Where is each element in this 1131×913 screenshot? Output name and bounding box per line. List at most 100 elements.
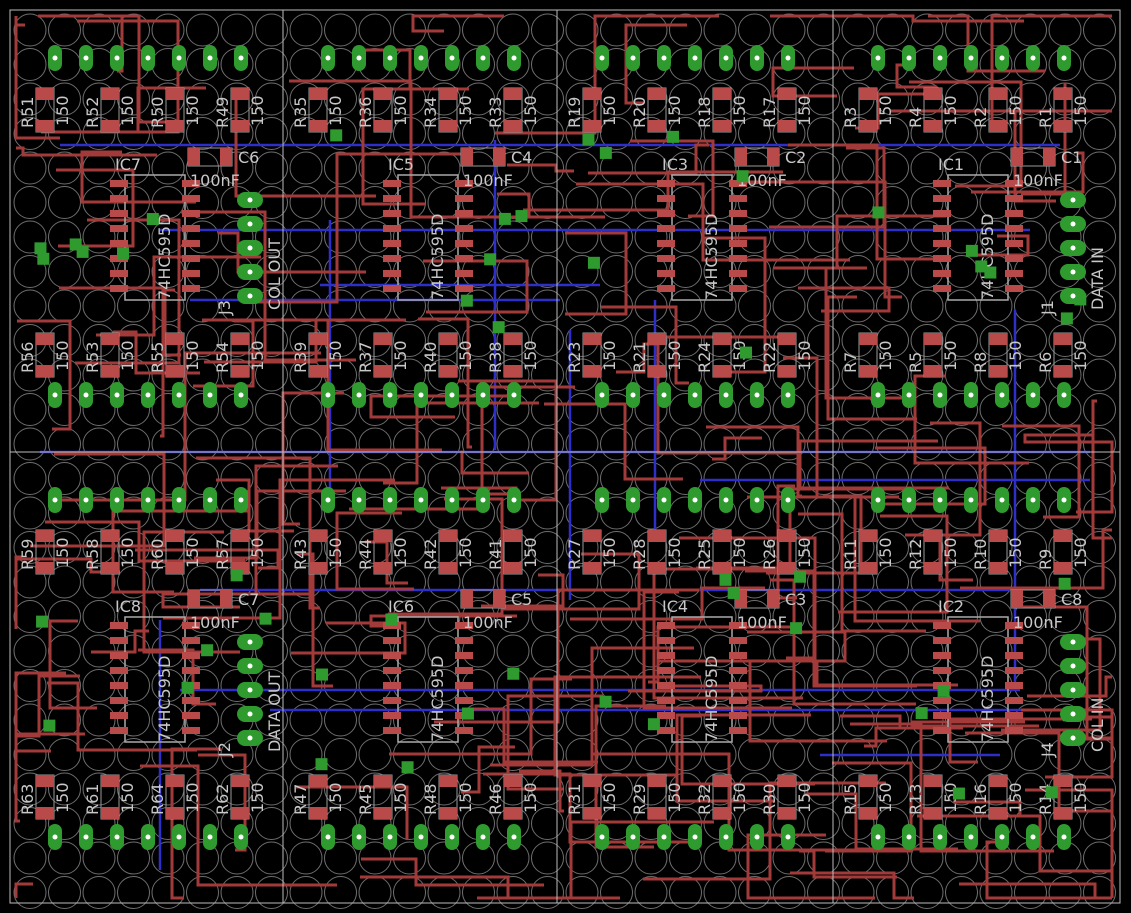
smd-pad[interactable] xyxy=(778,775,796,787)
smd-pad[interactable] xyxy=(101,333,119,345)
smd-pad[interactable] xyxy=(859,530,877,542)
smd-pad[interactable] xyxy=(101,775,119,787)
smd-pad[interactable] xyxy=(859,775,877,787)
smd-pad[interactable] xyxy=(166,530,184,542)
smd-pad[interactable] xyxy=(439,562,457,574)
smd-pad[interactable] xyxy=(583,333,601,345)
smd-pad[interactable] xyxy=(924,88,942,100)
smd-pad[interactable] xyxy=(166,807,184,819)
smd-pad[interactable] xyxy=(648,88,666,100)
smd-pad[interactable] xyxy=(713,530,731,542)
smd-pad[interactable] xyxy=(989,775,1007,787)
smd-pad[interactable] xyxy=(648,333,666,345)
smd-pad[interactable] xyxy=(648,562,666,574)
smd-pad[interactable] xyxy=(989,562,1007,574)
smd-pad[interactable] xyxy=(231,120,249,132)
smd-pad[interactable] xyxy=(713,775,731,787)
smd-pad[interactable] xyxy=(309,88,327,100)
smd-pad[interactable] xyxy=(231,775,249,787)
smd-pad[interactable] xyxy=(461,590,473,608)
smd-pad[interactable] xyxy=(778,365,796,377)
smd-pad[interactable] xyxy=(583,562,601,574)
smd-pad[interactable] xyxy=(309,562,327,574)
smd-pad[interactable] xyxy=(166,333,184,345)
smd-pad[interactable] xyxy=(1043,148,1055,166)
smd-pad[interactable] xyxy=(778,333,796,345)
smd-pad[interactable] xyxy=(583,120,601,132)
smd-pad[interactable] xyxy=(778,807,796,819)
smd-pad[interactable] xyxy=(989,530,1007,542)
smd-pad[interactable] xyxy=(439,120,457,132)
smd-pad[interactable] xyxy=(166,562,184,574)
smd-pad[interactable] xyxy=(713,365,731,377)
smd-pad[interactable] xyxy=(309,365,327,377)
smd-pad[interactable] xyxy=(231,530,249,542)
smd-pad[interactable] xyxy=(713,333,731,345)
smd-pad[interactable] xyxy=(101,120,119,132)
smd-pad[interactable] xyxy=(493,148,505,166)
smd-pad[interactable] xyxy=(713,88,731,100)
smd-pad[interactable] xyxy=(231,88,249,100)
smd-pad[interactable] xyxy=(231,365,249,377)
smd-pad[interactable] xyxy=(778,530,796,542)
smd-pad[interactable] xyxy=(713,562,731,574)
smd-pad[interactable] xyxy=(101,807,119,819)
smd-pad[interactable] xyxy=(989,88,1007,100)
smd-pad[interactable] xyxy=(504,775,522,787)
smd-pad[interactable] xyxy=(36,530,54,542)
smd-pad[interactable] xyxy=(859,88,877,100)
smd-pad[interactable] xyxy=(583,530,601,542)
smd-pad[interactable] xyxy=(309,807,327,819)
smd-pad[interactable] xyxy=(36,365,54,377)
smd-pad[interactable] xyxy=(1054,530,1072,542)
smd-pad[interactable] xyxy=(231,807,249,819)
smd-pad[interactable] xyxy=(648,530,666,542)
smd-pad[interactable] xyxy=(439,88,457,100)
smd-pad[interactable] xyxy=(36,333,54,345)
smd-pad[interactable] xyxy=(101,530,119,542)
smd-pad[interactable] xyxy=(309,775,327,787)
smd-pad[interactable] xyxy=(1054,775,1072,787)
smd-pad[interactable] xyxy=(374,365,392,377)
smd-pad[interactable] xyxy=(924,775,942,787)
smd-pad[interactable] xyxy=(767,590,779,608)
smd-pad[interactable] xyxy=(101,365,119,377)
smd-pad[interactable] xyxy=(1011,148,1023,166)
smd-pad[interactable] xyxy=(859,333,877,345)
smd-pad[interactable] xyxy=(989,333,1007,345)
